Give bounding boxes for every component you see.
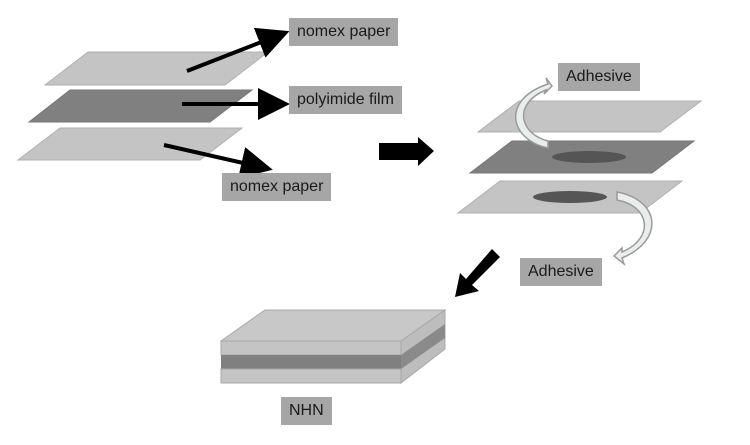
nomex-paper-top-sheet-adhesive-step (476, 100, 703, 133)
process-arrow-down-left (455, 249, 500, 297)
adhesive-curved-arrow-bottom (612, 191, 653, 267)
adhesive-curved-arrow-top (515, 77, 553, 149)
label-nomex-paper-bottom: nomex paper (222, 173, 332, 201)
label-adhesive-bottom: Adhesive (520, 258, 602, 286)
label-polyimide-film: polyimide film (289, 86, 402, 114)
nhn-block-side-polyimide-layer (401, 324, 445, 369)
label-nomex-paper-top: nomex paper (289, 18, 399, 46)
adhesive-spot-bottom-nomex (533, 191, 607, 203)
nomex-paper-top-sheet (43, 51, 270, 86)
label-adhesive-top: Adhesive (558, 63, 640, 91)
adhesive-spot-polyimide (552, 151, 626, 163)
pointer-arrow-top-nomex (186, 27, 290, 73)
nhn-layer-bottom-nomex (220, 368, 402, 384)
nhn-layer-top-nomex (220, 340, 402, 356)
process-arrow-right (379, 137, 434, 166)
label-nhn: NHN (281, 397, 332, 425)
polyimide-film-sheet (27, 89, 254, 123)
nhn-layer-polyimide (221, 355, 401, 369)
pointer-arrow-bottom-nomex (163, 143, 273, 179)
